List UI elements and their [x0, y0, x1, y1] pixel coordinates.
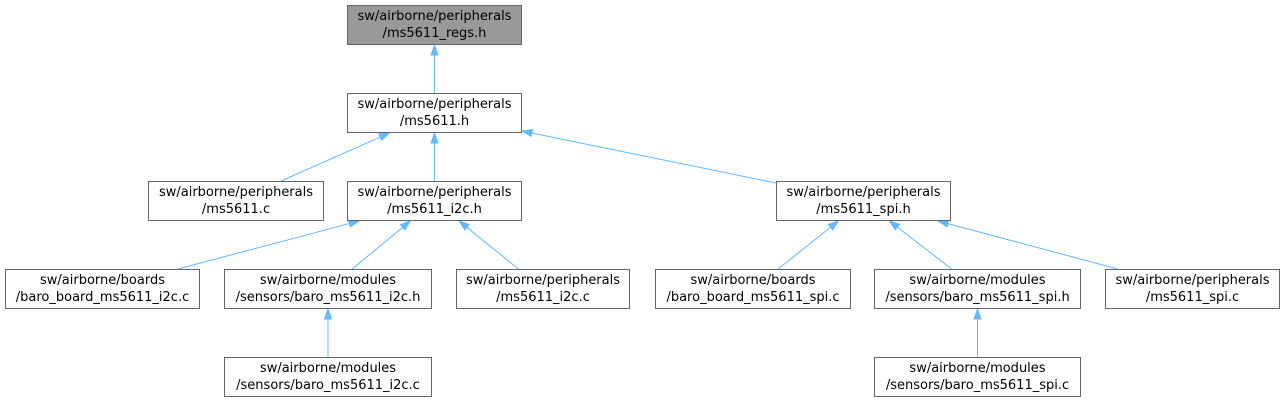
node-line-2: /ms5611.c [201, 202, 271, 217]
node-line-1: sw/airborne/peripherals [357, 9, 512, 24]
node-line-1: sw/airborne/boards [690, 273, 816, 288]
arrowhead-i2c_h-to-ms5611_h [430, 131, 439, 144]
node-line-2: /ms5611_regs.h [382, 26, 487, 41]
node-baro-ms5611-spi-h[interactable]: sw/airborne/modules /sensors/baro_ms5611… [874, 269, 1081, 309]
node-line-2: /ms5611.h [399, 114, 470, 129]
node-ms5611-h[interactable]: sw/airborne/peripherals /ms5611.h [347, 93, 522, 133]
edge-board_i2c-to-i2c_h [177, 223, 350, 270]
node-line-1: sw/airborne/peripherals [357, 185, 512, 200]
arrowhead-periph_spi_c-to-spi_h [936, 219, 950, 228]
node-line-1: sw/airborne/peripherals [158, 185, 314, 200]
edge-ms5611_c-to-ms5611_h [280, 136, 381, 182]
node-line-1: sw/airborne/modules [259, 273, 397, 288]
node-line-1: sw/airborne/peripherals [465, 273, 621, 288]
node-line-2: /sensors/baro_ms5611_spi.c [885, 378, 1070, 393]
edge-spi_h-to-ms5611_h [531, 132, 777, 184]
arrowhead-mod_spi_c-to-mod_spi_h [973, 307, 982, 320]
node-line-1: sw/airborne/modules [909, 361, 1046, 376]
node-line-1: sw/airborne/peripherals [786, 185, 941, 200]
node-line-2: /sensors/baro_ms5611_i2c.h [235, 290, 421, 305]
arrowhead-spi_h-to-ms5611_h [520, 128, 534, 138]
edge-periph_i2c_c-to-i2c_h [466, 226, 519, 270]
node-line-1: sw/airborne/modules [909, 273, 1046, 288]
arrowhead-board_spi-to-spi_h [827, 220, 840, 231]
edge-periph_spi_c-to-spi_h [947, 223, 1118, 270]
node-line-2: /ms5611_i2c.c [496, 290, 590, 305]
edge-mod_i2c_h-to-i2c_h [351, 226, 403, 270]
node-line-2: /ms5611_i2c.h [387, 202, 482, 217]
node-ms5611-spi-c[interactable]: sw/airborne/peripherals /ms5611_spi.c [1105, 269, 1280, 309]
node-ms5611-regs-h: sw/airborne/peripherals /ms5611_regs.h [347, 5, 522, 45]
node-ms5611-i2c-c[interactable]: sw/airborne/peripherals /ms5611_i2c.c [456, 269, 630, 309]
node-line-2: /sensors/baro_ms5611_spi.h [885, 290, 1070, 305]
node-line-2: /sensors/baro_ms5611_i2c.c [236, 378, 420, 393]
arrowhead-ms5611_c-to-ms5611_h [378, 132, 391, 142]
node-baro-board-ms5611-i2c-c[interactable]: sw/airborne/boards /baro_board_ms5611_i2… [5, 269, 200, 309]
node-line-2: /ms5611_spi.c [1145, 290, 1240, 305]
edge-board_spi-to-spi_h [777, 226, 831, 270]
arrowhead-mod_spi_h-to-spi_h [888, 220, 901, 231]
node-ms5611-i2c-h[interactable]: sw/airborne/peripherals /ms5611_i2c.h [347, 181, 522, 221]
node-line-1: sw/airborne/peripherals [1115, 273, 1270, 288]
node-line-1: sw/airborne/modules [259, 361, 397, 376]
node-baro-board-ms5611-spi-c[interactable]: sw/airborne/boards /baro_board_ms5611_sp… [655, 269, 851, 309]
edge-mod_spi_h-to-spi_h [897, 226, 952, 270]
arrowhead-mod_i2c_c-to-mod_i2c_h [323, 307, 333, 320]
node-ms5611-c[interactable]: sw/airborne/peripherals /ms5611.c [148, 181, 324, 221]
arrowhead-mod_i2c_h-to-i2c_h [399, 220, 412, 231]
node-line-1: sw/airborne/boards [40, 273, 165, 288]
arrowhead-board_i2c-to-i2c_h [347, 219, 361, 228]
node-ms5611-spi-h[interactable]: sw/airborne/peripherals /ms5611_spi.h [776, 181, 951, 221]
node-line-2: /baro_board_ms5611_i2c.c [15, 290, 190, 305]
node-line-2: /baro_board_ms5611_spi.c [666, 290, 840, 305]
arrowhead-periph_i2c_c-to-i2c_h [457, 220, 470, 231]
node-baro-ms5611-spi-c[interactable]: sw/airborne/modules /sensors/baro_ms5611… [874, 357, 1081, 397]
node-baro-ms5611-i2c-c[interactable]: sw/airborne/modules /sensors/baro_ms5611… [224, 357, 432, 397]
node-line-1: sw/airborne/peripherals [357, 97, 512, 112]
arrowhead-ms5611_h-to-regs [430, 43, 439, 56]
node-line-2: /ms5611_spi.h [816, 202, 911, 217]
node-baro-ms5611-i2c-h[interactable]: sw/airborne/modules /sensors/baro_ms5611… [224, 269, 432, 309]
